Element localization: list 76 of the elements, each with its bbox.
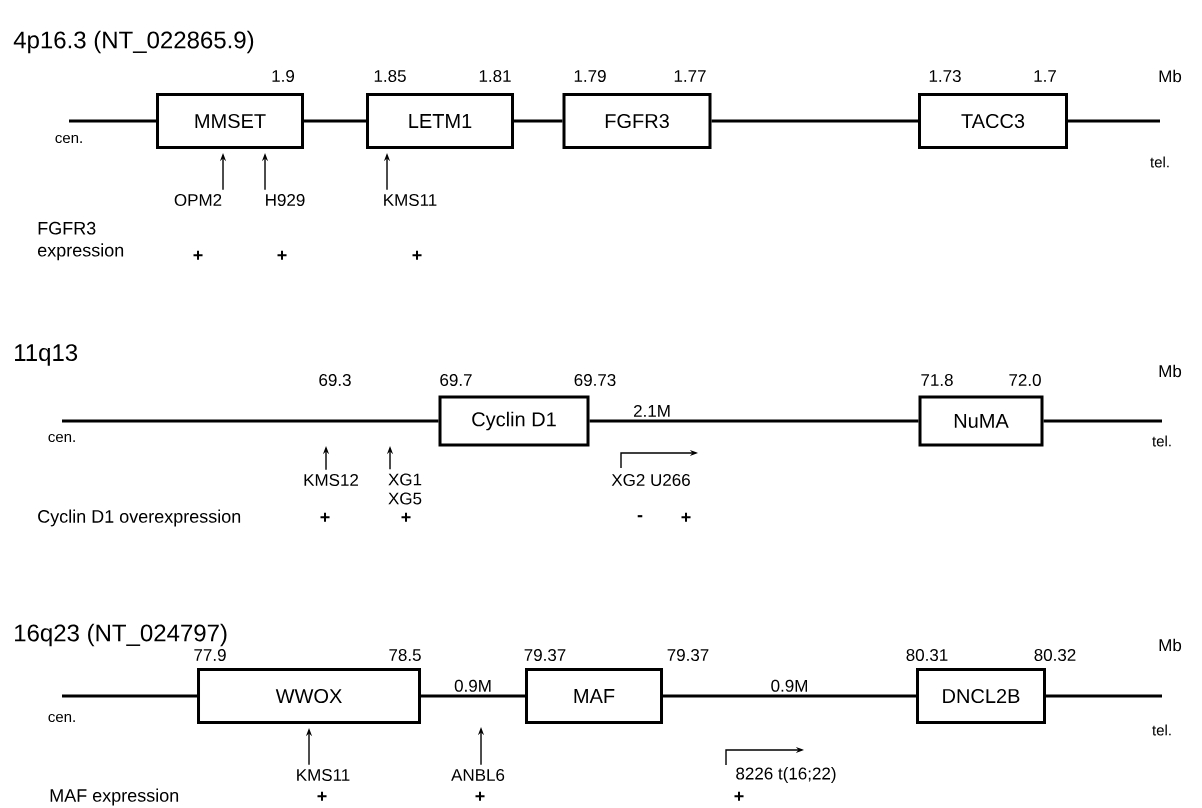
position-label: 79.37 [667,649,709,661]
position-label: 1.81 [479,70,511,82]
gene-box: MAF [525,668,663,724]
gene-box: NuMA [918,395,1044,447]
position-label: 72.0 [1009,374,1041,386]
position-label: 80.32 [1034,649,1076,661]
cell-line-label: XG2 U266 [611,474,690,486]
cell-line-label: OPM2 [174,194,222,206]
position-label: 77.9 [194,649,226,661]
end-label: tel. [1150,156,1169,168]
edge-label: 0.9M [771,679,807,692]
chromosome-line [421,694,525,698]
section-heading: 16q23 (NT_024797) [15,623,227,647]
position-label: 69.7 [440,374,472,386]
expression-sign: + [401,512,411,522]
position-label: 1.85 [374,70,406,82]
position-label: 71.8 [921,374,953,386]
chromosome-line [304,119,366,123]
expression-sign: + [412,250,422,260]
position-label: 1.7 [1034,70,1056,82]
unit-label: Mb [1159,638,1182,652]
expression-sign: + [681,512,691,522]
gene-box: LETM1 [366,93,514,149]
cell-line-label: KMS11 [384,194,437,206]
expression-sign: + [475,791,485,801]
gene-box: WWOX [197,668,421,724]
chromosome-line [69,119,156,123]
cell-line-label: KMS12 [304,474,358,486]
cell-line-label: KMS11 [297,769,350,781]
chromosome-line [62,419,439,423]
position-label: 69.73 [574,374,616,386]
chromosome-line [1068,119,1160,123]
end-label: cen. [48,713,75,723]
end-label: tel. [1152,435,1171,447]
gene-box: FGFR3 [562,93,712,149]
gene-box: Cyclin D1 [438,395,590,447]
position-label: 78.5 [389,649,421,661]
end-label: cen. [48,433,75,443]
position-label: 80.31 [906,649,948,661]
expression-sign: - [637,515,643,518]
position-label: 1.77 [674,70,706,82]
section-heading: 11q13 [15,344,78,366]
row-label: Cyclin D1 overexpression [38,509,241,527]
cell-line-label: XG1 XG5 [388,473,422,505]
cell-line-label: 8226 t(16;22) [736,767,836,783]
unit-label: Mb [1159,69,1182,83]
row-label: MAF expression [50,788,179,806]
gene-box: DNCL2B [916,668,1046,724]
position-label: 1.79 [574,70,606,82]
chromosome-line [1046,694,1162,698]
gene-box: MMSET [156,93,304,149]
gene-box: TACC3 [918,93,1068,149]
chromosome-line [1043,419,1162,423]
chromosome-line [514,119,563,123]
end-label: tel. [1152,724,1171,736]
cell-line-label: H929 [266,194,305,206]
end-label: cen. [55,134,82,144]
position-label: 79.37 [524,649,566,661]
expression-sign: + [193,250,203,260]
unit-label: 69.3 [319,374,351,386]
section-heading: 4p16.3 (NT_022865.9) [13,30,254,54]
position-label: 1.73 [929,70,961,82]
chromosome-line [663,694,916,698]
chromosome-line [589,419,919,423]
expression-sign: + [277,250,287,260]
edge-label: 2.1M [634,404,670,417]
chromosome-line [62,694,197,698]
cell-line-label: ANBL6 [451,769,505,781]
expression-sign: + [317,791,327,801]
position-label: 1.9 [272,70,295,82]
expression-sign: + [734,791,744,801]
chromosome-line [711,119,918,123]
expression-sign: + [320,512,330,522]
unit-label: Mb [1159,364,1182,378]
row-label: FGFR3 expression [38,221,124,261]
edge-label: 0.9M [454,679,491,692]
